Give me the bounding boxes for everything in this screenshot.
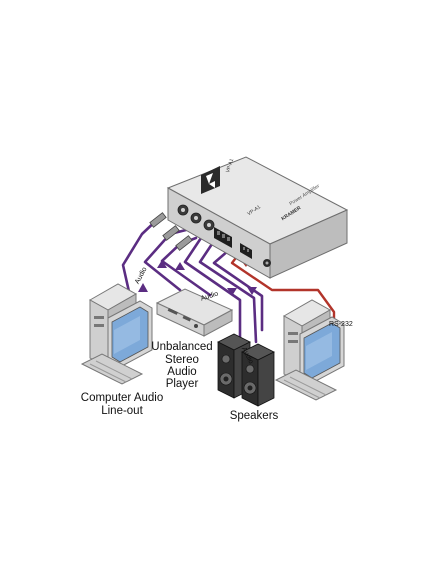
kramer-logo-icon <box>201 166 220 194</box>
terminal-block-icon <box>214 227 232 248</box>
cd-player-icon <box>155 288 234 337</box>
audio-cable-player-1 <box>143 228 188 292</box>
speaker-icon <box>217 333 275 407</box>
device-side <box>269 209 348 279</box>
rs232-label: RS-232 <box>329 321 353 328</box>
rs232-cable <box>230 250 336 320</box>
arrow-head <box>175 262 185 270</box>
speakers-label: Speakers <box>229 410 279 422</box>
audio-cable-speaker-3 <box>212 242 264 332</box>
controller-computer-icon <box>274 299 345 401</box>
audio-label: Audio <box>167 366 197 378</box>
rs232-port-icon <box>240 243 252 259</box>
arrow-head <box>247 287 257 295</box>
unbalanced-label: Unbalanced <box>151 341 213 353</box>
player-label: Player <box>165 378 199 390</box>
computer-icon <box>80 283 153 385</box>
power-port-icon <box>263 259 271 267</box>
stereo-label: Stereo <box>165 354 199 366</box>
audio-cable-player-2 <box>160 236 212 297</box>
audio-cable-speaker-1 <box>183 230 242 344</box>
audio-cables <box>121 215 264 344</box>
audio-jack-icon <box>177 204 215 231</box>
arrow-head <box>157 260 167 268</box>
audio-plugs <box>149 212 193 251</box>
audio-cable-speaker-2 <box>198 236 258 344</box>
computer-audio-label: Computer Audio <box>80 392 164 404</box>
arrow-head <box>138 283 148 292</box>
audio-cable-arrows <box>138 260 257 296</box>
computer-audio-label-line2: Line-out <box>101 405 143 417</box>
vp-a1-device <box>166 156 349 279</box>
arrow-head <box>227 288 237 296</box>
